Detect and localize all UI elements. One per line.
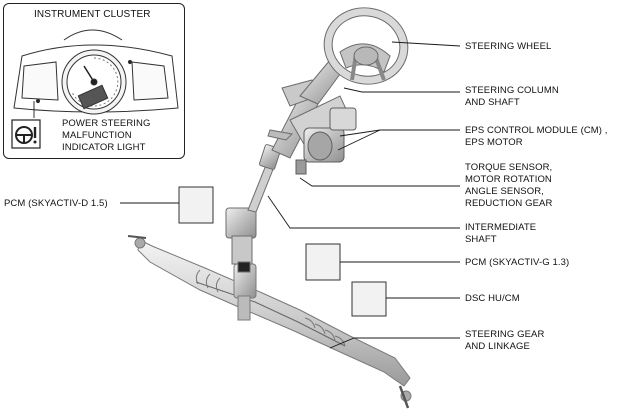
pcm-gasoline-box (305, 243, 341, 281)
label-steering-gear-1: STEERING GEAR (465, 329, 545, 340)
label-steering-wheel: STEERING WHEEL (465, 41, 552, 52)
label-steering-column-2: AND SHAFT (465, 97, 520, 108)
label-steering-column-1: STEERING COLUMN (465, 85, 559, 96)
dsc-box (351, 281, 387, 317)
label-intermediate-shaft-2: SHAFT (465, 234, 497, 245)
label-eps-module-1: EPS CONTROL MODULE (CM) , (465, 125, 608, 136)
indicator-label-line-2: MALFUNCTION (62, 130, 132, 141)
eps-module (295, 107, 357, 175)
label-pcm-diesel: PCM (SKYACTIV-D 1.5) (4, 198, 108, 209)
steering-warning-icon (11, 119, 41, 149)
label-torque-sensor-4: REDUCTION GEAR (465, 198, 553, 209)
indicator-label-line-1: POWER STEERING (62, 118, 151, 129)
label-steering-gear-2: AND LINKAGE (465, 341, 530, 352)
instrument-cluster-title: INSTRUMENT CLUSTER (34, 9, 151, 20)
label-pcm-gasoline: PCM (SKYACTIV-G 1.3) (465, 257, 570, 268)
label-intermediate-shaft-1: INTERMEDIATE (465, 222, 537, 233)
leader-lines (120, 41, 461, 349)
indicator-label-line-3: INDICATOR LIGHT (62, 142, 146, 153)
label-dsc: DSC HU/CM (465, 293, 520, 304)
label-eps-module-2: EPS MOTOR (465, 137, 523, 148)
steering-wheel (323, 7, 409, 85)
intermediate-shaft (225, 144, 281, 273)
pcm-diesel-box (178, 186, 214, 224)
label-torque-sensor-1: TORQUE SENSOR, (465, 162, 553, 173)
label-torque-sensor-2: MOTOR ROTATION (465, 174, 552, 185)
label-torque-sensor-3: ANGLE SENSOR, (465, 186, 544, 197)
